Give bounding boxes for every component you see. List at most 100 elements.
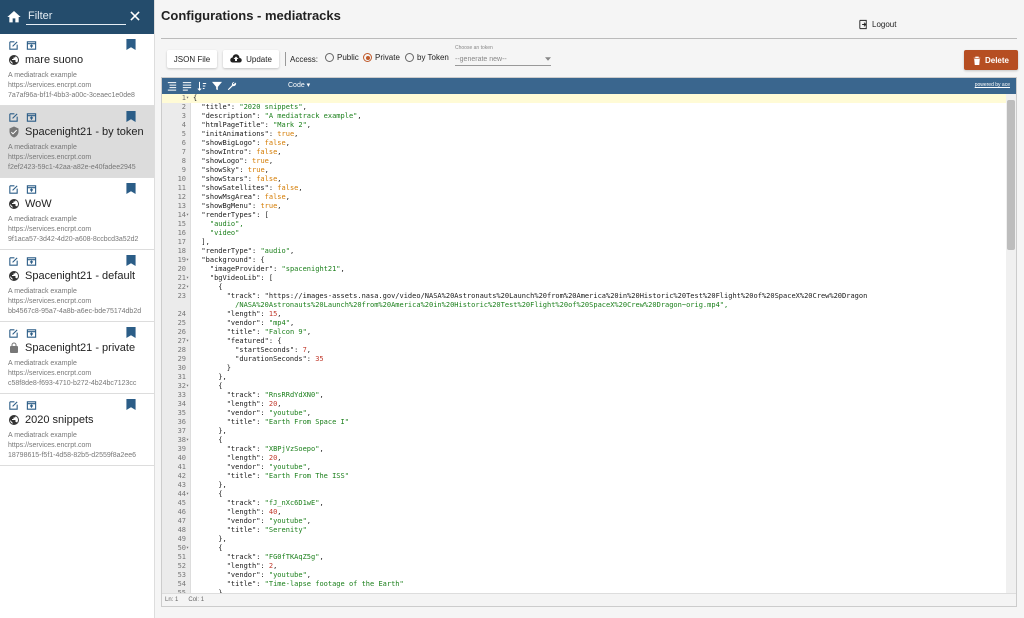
code-line[interactable]: 44▾ { [162,490,1006,499]
open-tab-icon[interactable] [26,40,37,51]
fold-toggle-icon[interactable]: ▾ [186,491,190,497]
code-line[interactable]: 30 } [162,364,1006,373]
code-line[interactable]: 11 "showSatellites": false, [162,184,1006,193]
code-line[interactable]: 6 "showBigLogo": false, [162,139,1006,148]
json-file-button[interactable]: JSON File [167,50,217,68]
code-line[interactable]: 27▾ "featured": { [162,337,1006,346]
fold-toggle-icon[interactable]: ▾ [186,338,190,344]
code-line[interactable]: 37 }, [162,427,1006,436]
code-line[interactable]: 38▾ { [162,436,1006,445]
edit-icon[interactable] [8,184,19,195]
filter-icon[interactable] [212,81,222,91]
fold-toggle-icon[interactable]: ▾ [186,275,190,281]
code-line[interactable]: 7 "showIntro": false, [162,148,1006,157]
code-line[interactable]: 49 }, [162,535,1006,544]
code-line[interactable]: 25 "vendor": "mp4", [162,319,1006,328]
code-line[interactable]: 31 }, [162,373,1006,382]
code-line[interactable]: 55 }, [162,589,1006,594]
code-line[interactable]: 48 "title": "Serenity" [162,526,1006,535]
code-line[interactable]: 9 "showSky": true, [162,166,1006,175]
editor-body[interactable]: 1▾{2 "title": "2020 snippets",3 "descrip… [162,94,1006,594]
code-line[interactable]: 39 "track": "XBPjVzSoepo", [162,445,1006,454]
code-line[interactable]: 34 "length": 20, [162,400,1006,409]
code-line[interactable]: 51 "track": "FG0fTKAqZ5g", [162,553,1006,562]
logout-button[interactable]: Logout [858,19,896,30]
bookmark-icon[interactable] [126,255,136,266]
json-editor[interactable]: Code ▾ powered by ace 1▾{2 "title": "202… [161,77,1017,607]
configuration-card[interactable]: Spacenight21 - default A mediatrack exam… [0,250,154,322]
update-button[interactable]: Update [223,50,279,68]
code-line[interactable]: 54 "title": "Time-lapse footage of the E… [162,580,1006,589]
code-line[interactable]: 41 "vendor": "youtube", [162,463,1006,472]
code-line[interactable]: 14▾ "renderTypes": [ [162,211,1006,220]
code-line[interactable]: 20 "imageProvider": "spacenight21", [162,265,1006,274]
wrench-icon[interactable] [227,81,237,91]
configuration-card[interactable]: 2020 snippets A mediatrack example https… [0,394,154,466]
code-line[interactable]: 19▾ "background": { [162,256,1006,265]
configuration-card[interactable]: mare suono A mediatrack example https://… [0,34,154,106]
code-line[interactable]: /NASA%20Astronauts%20Launch%20from%20Ame… [162,301,1006,310]
editor-scrollbar[interactable] [1006,94,1016,594]
fold-toggle-icon[interactable]: ▾ [186,257,190,263]
code-line[interactable]: 3 "description": "A mediatrack example", [162,112,1006,121]
code-line[interactable]: 52 "length": 2, [162,562,1006,571]
powered-by-link[interactable]: powered by ace [974,82,1010,88]
access-public-radio[interactable]: Public [325,53,359,62]
code-line[interactable]: 40 "length": 20, [162,454,1006,463]
code-line[interactable]: 36 "title": "Earth From Space I" [162,418,1006,427]
compact-icon[interactable] [182,81,192,91]
code-line[interactable]: 24 "length": 15, [162,310,1006,319]
configuration-card[interactable]: Spacenight21 - private A mediatrack exam… [0,322,154,394]
bookmark-icon[interactable] [126,327,136,338]
sort-icon[interactable] [197,81,207,91]
code-line[interactable]: 22▾ { [162,283,1006,292]
code-line[interactable]: 45 "track": "fJ_nXc6D1wE", [162,499,1006,508]
delete-button[interactable]: Delete [964,50,1018,70]
code-line[interactable]: 12 "showMsgArea": false, [162,193,1006,202]
code-line[interactable]: 13 "showBgMenu": true, [162,202,1006,211]
code-line[interactable]: 47 "vendor": "youtube", [162,517,1006,526]
edit-icon[interactable] [8,112,19,123]
access-private-radio[interactable]: Private [363,53,400,62]
open-tab-icon[interactable] [26,184,37,195]
code-line[interactable]: 1▾{ [162,94,1006,103]
edit-icon[interactable] [8,40,19,51]
fold-toggle-icon[interactable]: ▾ [186,95,190,101]
code-line[interactable]: 53 "vendor": "youtube", [162,571,1006,580]
access-token-radio[interactable]: by Token [405,53,449,62]
fold-toggle-icon[interactable]: ▾ [186,212,190,218]
code-line[interactable]: 32▾ { [162,382,1006,391]
fold-toggle-icon[interactable]: ▾ [186,284,190,290]
code-line[interactable]: 50▾ { [162,544,1006,553]
filter-input[interactable] [26,8,126,25]
token-select[interactable]: --generate new-- [455,53,551,66]
code-line[interactable]: 5 "initAnimations": true, [162,130,1006,139]
code-line[interactable]: 8 "showLogo": true, [162,157,1006,166]
code-line[interactable]: 15 "audio", [162,220,1006,229]
code-line[interactable]: 28 "startSeconds": 7, [162,346,1006,355]
fold-toggle-icon[interactable]: ▾ [186,383,190,389]
fold-toggle-icon[interactable]: ▾ [186,437,190,443]
code-line[interactable]: 46 "length": 40, [162,508,1006,517]
bookmark-icon[interactable] [126,399,136,410]
bookmark-icon[interactable] [126,39,136,50]
bookmark-icon[interactable] [126,111,136,122]
open-tab-icon[interactable] [26,400,37,411]
code-line[interactable]: 2 "title": "2020 snippets", [162,103,1006,112]
code-line[interactable]: 23 "track": "https://images-assets.nasa.… [162,292,1006,301]
code-line[interactable]: 10 "showStars": false, [162,175,1006,184]
code-line[interactable]: 21▾ "bgVideoLib": [ [162,274,1006,283]
bookmark-icon[interactable] [126,183,136,194]
edit-icon[interactable] [8,328,19,339]
open-tab-icon[interactable] [26,112,37,123]
code-line[interactable]: 33 "track": "RnsRRdYdXN0", [162,391,1006,400]
open-tab-icon[interactable] [26,256,37,267]
close-icon[interactable] [128,9,142,23]
code-line[interactable]: 35 "vendor": "youtube", [162,409,1006,418]
editor-mode-dropdown[interactable]: Code ▾ [288,82,311,89]
code-line[interactable]: 42 "title": "Earth From The ISS" [162,472,1006,481]
edit-icon[interactable] [8,400,19,411]
code-line[interactable]: 26 "title": "Falcon 9", [162,328,1006,337]
code-line[interactable]: 29 "durationSeconds": 35 [162,355,1006,364]
edit-icon[interactable] [8,256,19,267]
